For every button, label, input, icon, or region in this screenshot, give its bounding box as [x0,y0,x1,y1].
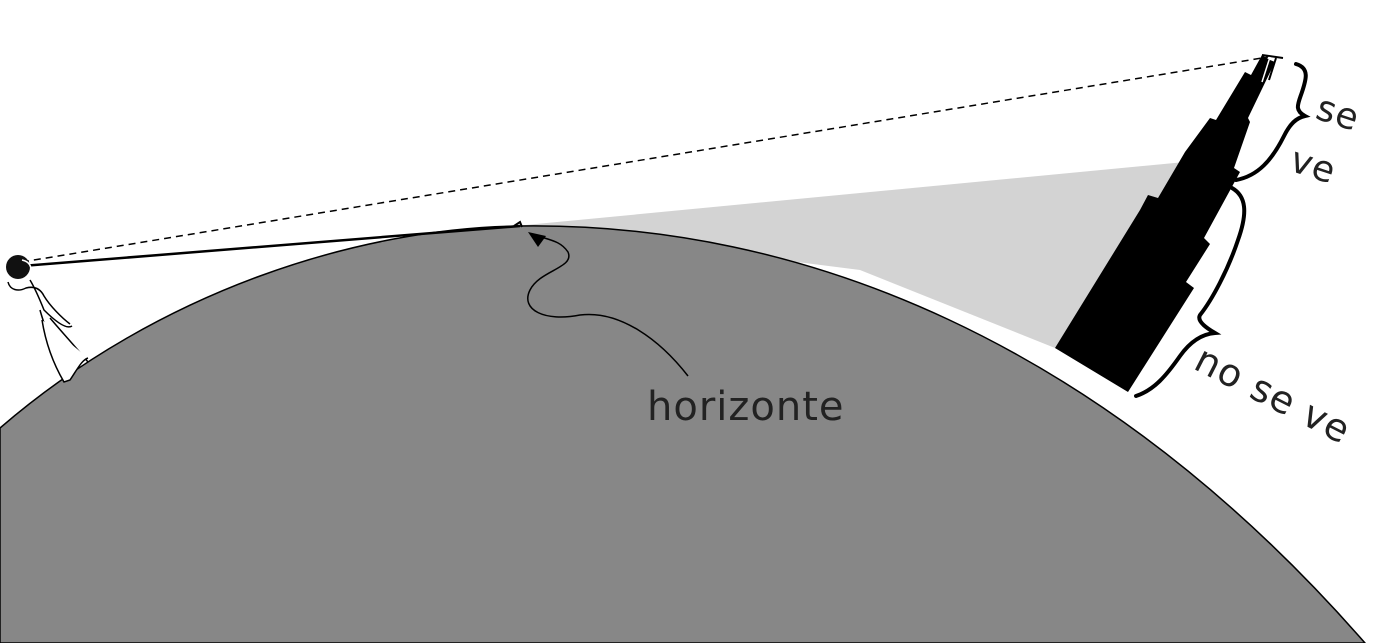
tangent-sight-line [21,224,521,268]
hidden-label: no se ve [1188,337,1358,453]
top-sight-line [21,56,1269,263]
horizon-arrow [527,232,689,377]
horizon-label: horizonte [647,384,845,430]
visible-label-top: se [1311,88,1364,140]
earth-surface [0,225,1366,643]
horizon-point-marker [513,220,523,228]
person-observer-icon [6,255,89,383]
hidden-brace [1134,186,1247,398]
hidden-zone-shading [515,162,1185,348]
visible-brace [1234,62,1311,182]
skyscraper-icon [1055,54,1284,392]
visible-label-bottom: ve [1285,140,1341,193]
